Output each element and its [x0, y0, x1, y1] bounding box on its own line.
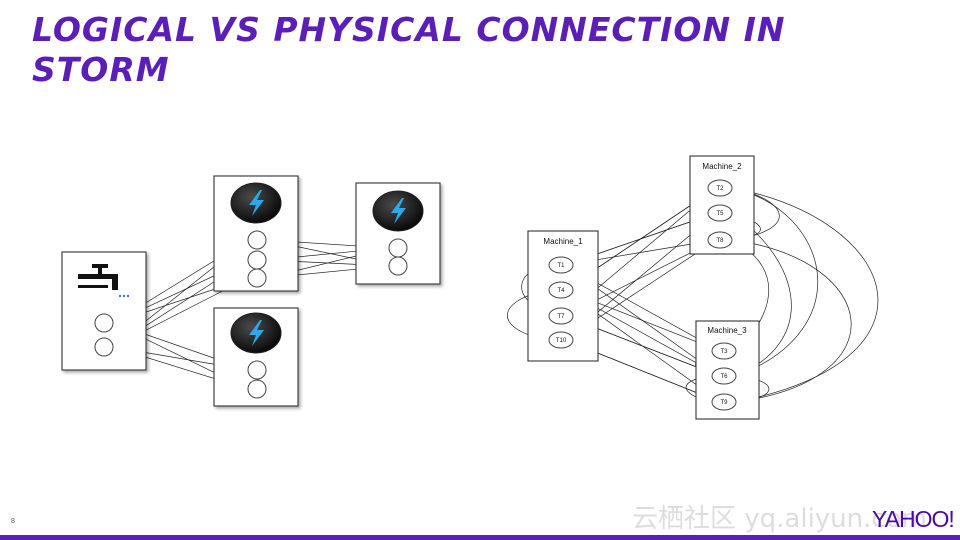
- svg-text:T4: T4: [557, 288, 565, 294]
- task-t1: T1: [548, 256, 574, 274]
- task-t6: T6: [711, 367, 737, 385]
- spout-task-2: [94, 337, 114, 357]
- lightning-bolt-icon: [372, 190, 424, 232]
- task-t3: T3: [711, 342, 737, 360]
- faucet-icon: [78, 264, 130, 298]
- lightning-bolt-icon: [230, 182, 282, 224]
- physical-edge-curve: [731, 187, 819, 377]
- task-t4: T4: [548, 281, 574, 299]
- bolt-c-task-2: [247, 379, 267, 399]
- physical-edge-curve: [731, 187, 879, 404]
- slide-number: 8: [11, 518, 15, 525]
- physical-edge-curve: [731, 239, 852, 404]
- lightning-bolt-icon: [230, 312, 282, 354]
- task-t7: T7: [548, 307, 574, 325]
- svg-text:T3: T3: [720, 349, 728, 355]
- svg-text:T10: T10: [556, 338, 567, 344]
- machine-3-label: Machine_3: [707, 326, 747, 335]
- task-t9: T9: [711, 393, 737, 411]
- bolt-c-task-1: [247, 360, 267, 380]
- bolt-box-c: [213, 307, 299, 407]
- svg-text:T8: T8: [716, 238, 724, 244]
- bolt-b-task-1: [388, 238, 408, 258]
- machine-1-label: Machine_1: [543, 237, 583, 246]
- slide-title: Logical vs Physical Connection in Storm: [32, 10, 786, 89]
- spout-task-1: [94, 313, 114, 333]
- task-t8: T8: [707, 231, 733, 249]
- task-t5: T5: [707, 204, 733, 222]
- bolt-a-task-2: [247, 250, 267, 270]
- watermark: 云栖社区 yq.aliyun.com: [632, 504, 927, 534]
- bottom-bar: [0, 535, 960, 540]
- physical-edge-curve: [731, 212, 792, 377]
- bolt-a-task-3: [247, 268, 267, 288]
- svg-text:T7: T7: [557, 314, 565, 320]
- svg-text:T9: T9: [720, 400, 728, 406]
- bolt-b-task-2: [388, 256, 408, 276]
- machine-2-label: Machine_2: [702, 162, 742, 171]
- svg-text:T2: T2: [716, 186, 724, 192]
- svg-text:T1: T1: [557, 263, 565, 269]
- bolt-box-a: [213, 175, 299, 292]
- logical-topology: [61, 175, 441, 407]
- physical-topology: Machine_1 Machine_2 Machine_3 T1 T4 T7 T…: [507, 155, 879, 420]
- yahoo-logo: YAHOO!: [872, 506, 955, 532]
- bolt-box-b: [355, 182, 441, 285]
- spout-box: [61, 251, 147, 371]
- svg-text:T6: T6: [720, 374, 728, 380]
- task-t2: T2: [707, 179, 733, 197]
- task-t10: T10: [548, 331, 574, 349]
- svg-text:T5: T5: [716, 211, 724, 217]
- bolt-a-task-1: [247, 230, 267, 250]
